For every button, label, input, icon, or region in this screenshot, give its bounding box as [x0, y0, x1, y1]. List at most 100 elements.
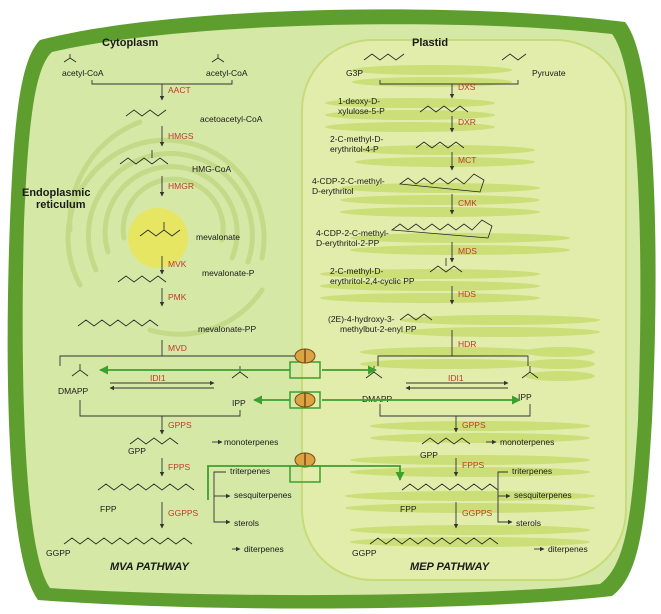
ipp-mep: IPP — [518, 392, 532, 402]
ggpp-mva-structure — [63, 537, 193, 545]
enzyme-idi1-mva: IDI1 — [150, 373, 166, 383]
acetyl-coa-1: acetyl-CoA — [62, 68, 104, 78]
enzyme-mvd: MVD — [168, 343, 187, 353]
enzyme-ggpps-mep: GGPPS — [462, 508, 493, 518]
cytoplasm-label: Cytoplasm — [102, 37, 158, 49]
mevalonate-pp: mevalonate-PP — [198, 324, 256, 334]
pyruvate-structure — [501, 53, 527, 61]
dxp-line1: 1-deoxy-D- — [338, 96, 380, 106]
dxs-bracket — [379, 80, 519, 85]
thylakoid-stacks — [320, 65, 600, 547]
mva-pathway-title: MVA PATHWAY — [110, 561, 190, 573]
enzyme-aact: AACT — [168, 85, 191, 95]
g3p-structure — [363, 53, 405, 61]
ggpp-mva: GGPP — [46, 548, 71, 558]
mecpp-line2: erythritol-2,4-cyclic PP — [330, 276, 415, 286]
plastid-label: Plastid — [412, 37, 448, 49]
ggpp-mep: GGPP — [352, 548, 377, 558]
hmg-coa: HMG-CoA — [192, 164, 232, 174]
dmapp-mva-structure — [71, 364, 89, 377]
mvd-distribution-line — [59, 355, 296, 366]
mep-prenyl-bracket — [379, 404, 531, 417]
transporter-1 — [289, 348, 321, 379]
gpp-mep: GPP — [420, 450, 438, 460]
acetoacetyl-coa-structure — [125, 109, 167, 117]
ggpp-mep-structure — [369, 537, 499, 545]
mevalonate-structure — [139, 222, 181, 237]
acetyl-coa-structures — [63, 54, 225, 63]
sesquiterpenes-mep: sesquiterpenes — [514, 490, 572, 500]
enzyme-hds: HDS — [458, 289, 476, 299]
fpp-mep: FPP — [400, 504, 417, 514]
enzyme-mds: MDS — [458, 246, 477, 256]
dmapp-mva: DMAPP — [58, 386, 89, 396]
fpp-triterpene-branch-mep — [497, 471, 508, 496]
enzyme-dxr: DXR — [458, 117, 476, 127]
enzyme-mvk: MVK — [168, 259, 187, 269]
fpp-mva-structure — [97, 483, 195, 491]
exchange-arrows — [99, 365, 521, 500]
cdp-me-structure — [398, 173, 485, 193]
mecpp-structure — [429, 258, 463, 273]
cdp-mep-line1: 4-CDP-2-C-methyl- — [316, 228, 389, 238]
arrow-sterols-mep — [497, 496, 513, 525]
fpp-triterpene-branch — [213, 471, 226, 496]
hmg-coa-structure — [119, 150, 169, 165]
acetyl-coa-2: acetyl-CoA — [206, 68, 248, 78]
enzyme-pmk: PMK — [168, 292, 187, 302]
acetoacetyl-coa: acetoacetyl-CoA — [200, 114, 263, 124]
dxp-line2: xylulose-5-P — [338, 106, 385, 116]
ipp-mep-structure — [521, 366, 539, 379]
mevalonate: mevalonate — [196, 232, 240, 242]
cdp-mep-line2: D-erythritol-2-PP — [316, 238, 380, 248]
mva-prenyl-bracket — [79, 400, 241, 417]
diterpenes-mva: diterpenes — [244, 544, 284, 554]
enzyme-hmgr: HMGR — [168, 181, 194, 191]
sterols-mep: sterols — [516, 518, 541, 528]
er-label-line1: Endoplasmic — [22, 187, 90, 199]
mecpp-line1: 2-C-methyl-D- — [330, 266, 384, 276]
hmbpp-line2: methylbut-2-enyl PP — [340, 324, 417, 334]
endoplasmic-reticulum — [65, 119, 267, 337]
enzyme-mct: MCT — [458, 155, 476, 165]
cdp-me-line2: D-erythritol — [312, 186, 354, 196]
hdr-distribution-line — [377, 355, 529, 366]
sterols-mva: sterols — [234, 518, 259, 528]
diterpenes-mep: diterpenes — [548, 544, 588, 554]
enzyme-dxs: DXS — [458, 82, 476, 92]
mevalonate-pp-structure — [77, 319, 159, 327]
mevalonate-p-structure — [117, 275, 167, 283]
enzyme-cmk: CMK — [458, 198, 477, 208]
sesquiterpenes-mva: sesquiterpenes — [234, 490, 292, 500]
monoterpenes-mep: monoterpenes — [500, 437, 554, 447]
triterpenes-mva: triterpenes — [230, 466, 270, 476]
monoterpenes-mva: monoterpenes — [224, 437, 278, 447]
enzyme-gpps-mep: GPPS — [462, 420, 486, 430]
gpp-mva-structure — [129, 437, 179, 445]
cdp-mep-structure — [390, 219, 493, 239]
mep-structure — [415, 141, 465, 149]
arrow-sterols-mva — [213, 496, 231, 525]
gpp-mva: GPP — [128, 446, 146, 456]
mevalonate-p: mevalonate-P — [202, 268, 255, 278]
ipp-mva: IPP — [232, 398, 246, 408]
plastid-region — [301, 39, 627, 581]
enzyme-ggpps-mva: GGPPS — [168, 508, 199, 518]
dmapp-mep: DMAPP — [362, 394, 393, 404]
dxp-structure — [419, 105, 469, 113]
fpp-mep-structure — [401, 483, 499, 491]
fpp-mva: FPP — [100, 504, 117, 514]
cdp-me-line1: 4-CDP-2-C-methyl- — [312, 176, 385, 186]
enzyme-hdr: HDR — [458, 339, 476, 349]
hmbpp-line1: (2E)-4-hydroxy-3- — [328, 314, 395, 324]
gpp-mep-structure — [421, 437, 471, 445]
enzyme-gpps-mva: GPPS — [168, 420, 192, 430]
mep-line1: 2-C-methyl-D- — [330, 134, 384, 144]
hmbpp-structure — [399, 313, 433, 321]
mevalonate-highlight — [128, 208, 188, 268]
pyruvate: Pyruvate — [532, 68, 566, 78]
mep-pathway-title: MEP PATHWAY — [410, 561, 491, 573]
mep-line2: erythritol-4-P — [330, 144, 379, 154]
